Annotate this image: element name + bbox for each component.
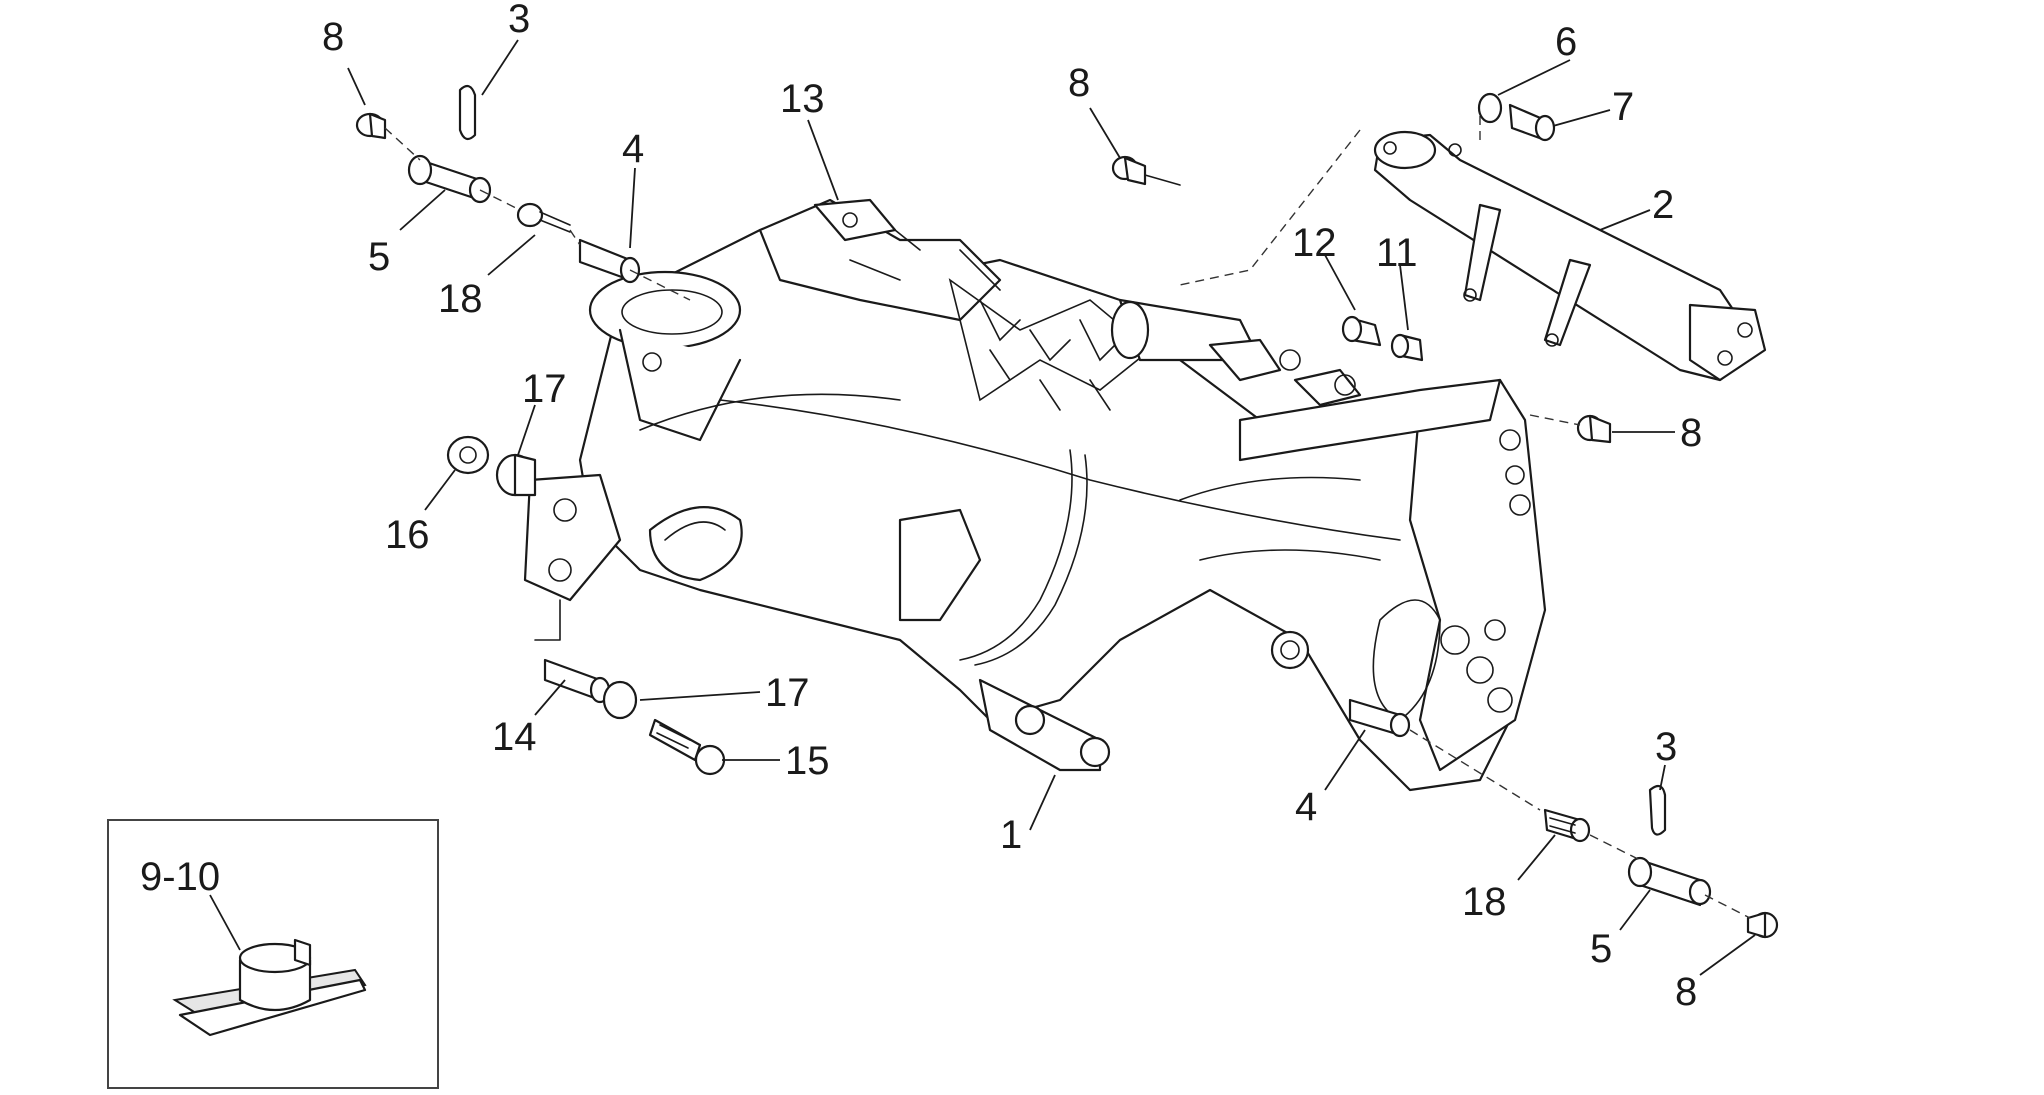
callout-16: 16 [385,513,430,557]
callout-13: 13 [780,77,825,121]
callout-18: 18 [1462,880,1507,924]
frame-lattice [948,278,1152,411]
callout-5: 5 [1590,927,1612,971]
callout-4: 4 [1295,785,1317,829]
callout-14: 14 [492,715,537,759]
cap-8-right [1529,414,1612,444]
callout-8: 8 [322,15,344,59]
callout-labels: 8 3 5 18 4 13 8 6 7 2 12 11 8 17 16 14 1… [140,0,1702,1014]
callout-5: 5 [368,235,390,279]
callout-15: 15 [785,739,830,783]
washer-bolt-6-7 [1477,92,1556,142]
hardware-14-15-17 [534,599,726,776]
callout-9-10: 9-10 [140,855,220,899]
hardware-lower-right [1348,698,1779,939]
cap-8-top-center [1111,155,1181,186]
callout-8: 8 [1068,61,1090,105]
callout-12: 12 [1292,221,1337,265]
hardware-16-17 [446,435,537,497]
leader-lines [209,39,1756,976]
clip-nut-13 [813,198,921,251]
callout-3: 3 [1655,725,1677,769]
rear-crossbar [1373,130,1767,382]
assembly-dash-line [1179,129,1361,286]
callout-18: 18 [438,277,483,321]
callout-2: 2 [1652,183,1674,227]
main-frame [523,198,1547,792]
callout-17: 17 [522,367,567,411]
callout-6: 6 [1555,20,1577,64]
callout-17: 17 [765,671,810,715]
callout-1: 1 [1000,813,1022,857]
callout-4: 4 [622,127,644,171]
hardware-top-left [355,84,691,301]
fasteners-11-12 [1341,315,1424,362]
callout-8: 8 [1680,411,1702,455]
callout-3: 3 [508,0,530,41]
callout-11: 11 [1376,231,1418,275]
callout-8: 8 [1675,970,1697,1014]
inset-detail-9-10 [107,819,439,1089]
callout-7: 7 [1612,85,1634,129]
